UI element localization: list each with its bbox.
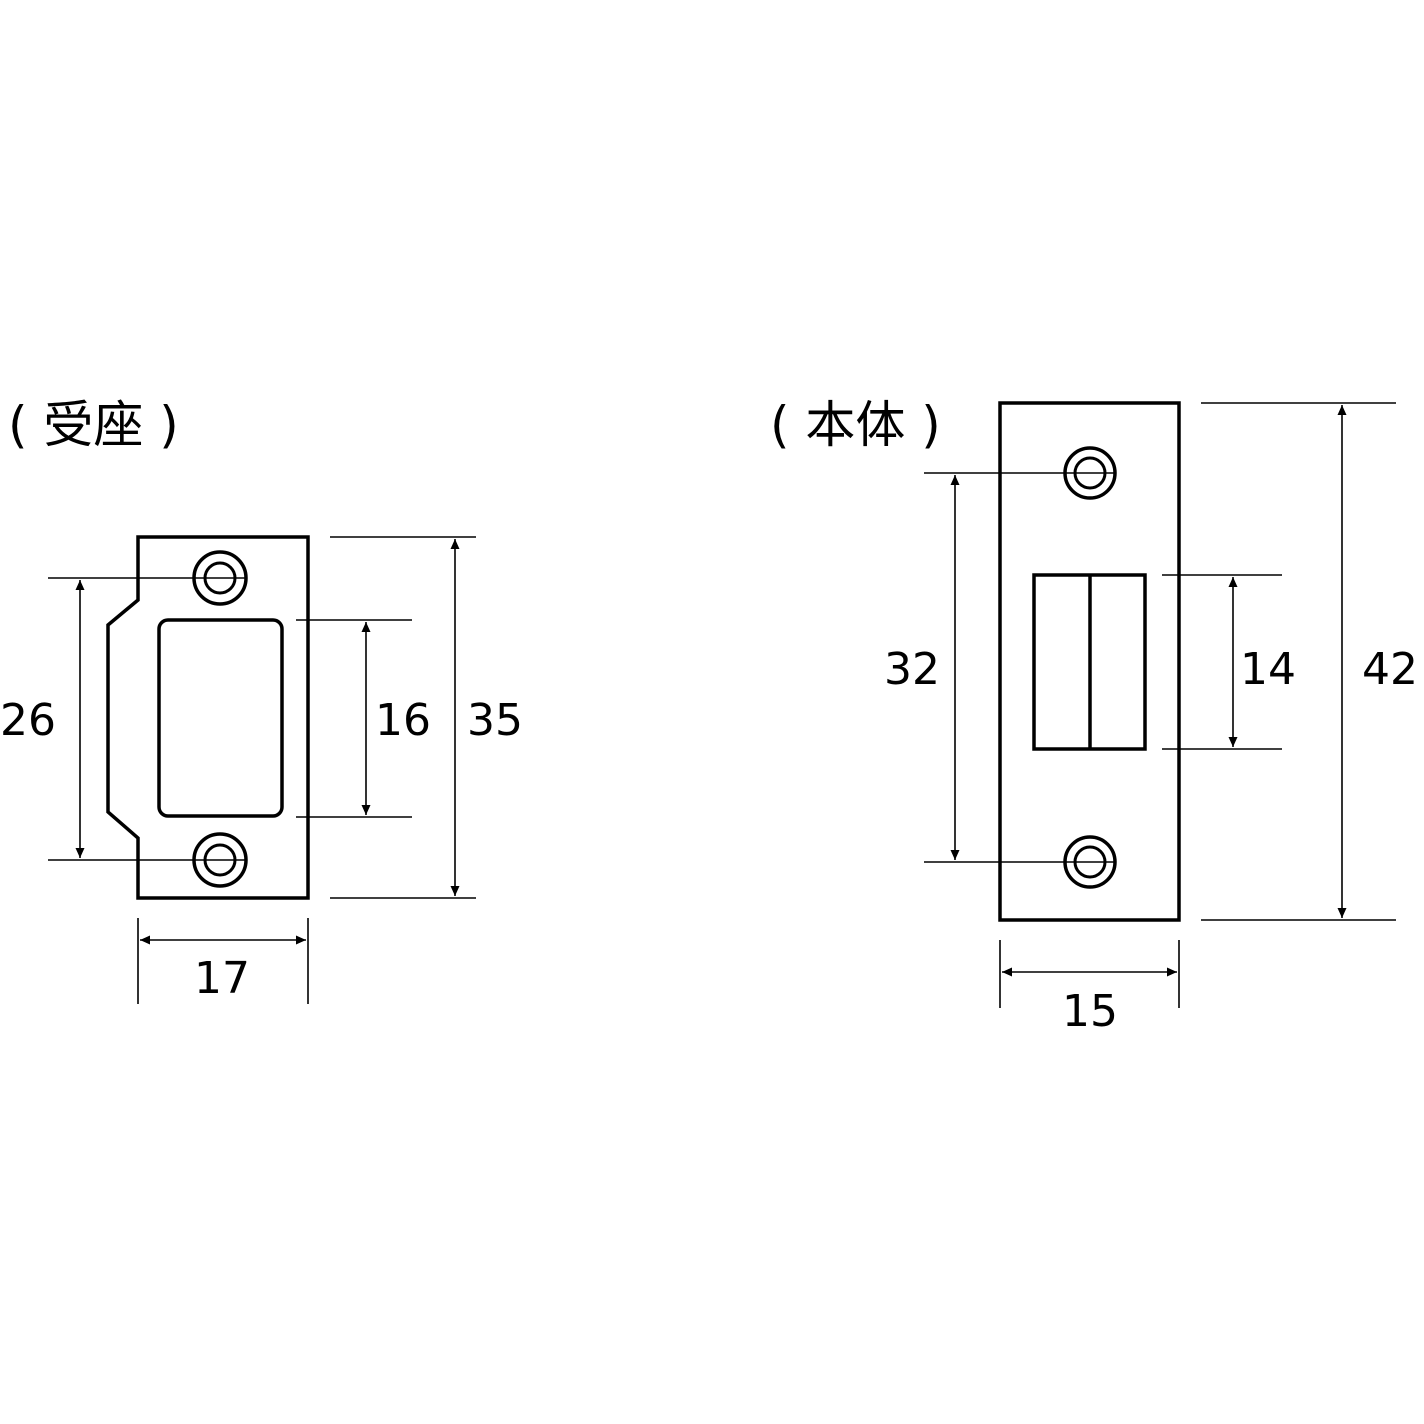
strike-title: ( 受座 ): [8, 396, 179, 454]
strike-dim-width: 17: [194, 953, 250, 1004]
strike-opening: [157, 618, 284, 818]
body-dim-latch-height: 14: [1240, 644, 1296, 695]
strike-dim-opening-height: 16: [375, 695, 431, 746]
body-title: ( 本体 ): [770, 396, 941, 454]
strike-dim-screw-pitch: 26: [0, 695, 56, 746]
strike-plate-outline: [106, 535, 310, 900]
strike-plate-view: ( 受座 ) 26 16 35 17: [0, 396, 523, 1004]
strike-dim-total-height: 35: [467, 695, 523, 746]
body-dim-screw-pitch: 32: [884, 644, 940, 695]
body-dim-width: 15: [1062, 986, 1118, 1037]
latch-body-view: ( 本体 ) 32 14 42 15: [770, 396, 1418, 1037]
body-faceplate-outline: [998, 401, 1181, 922]
body-dim-total-height: 42: [1362, 644, 1418, 695]
